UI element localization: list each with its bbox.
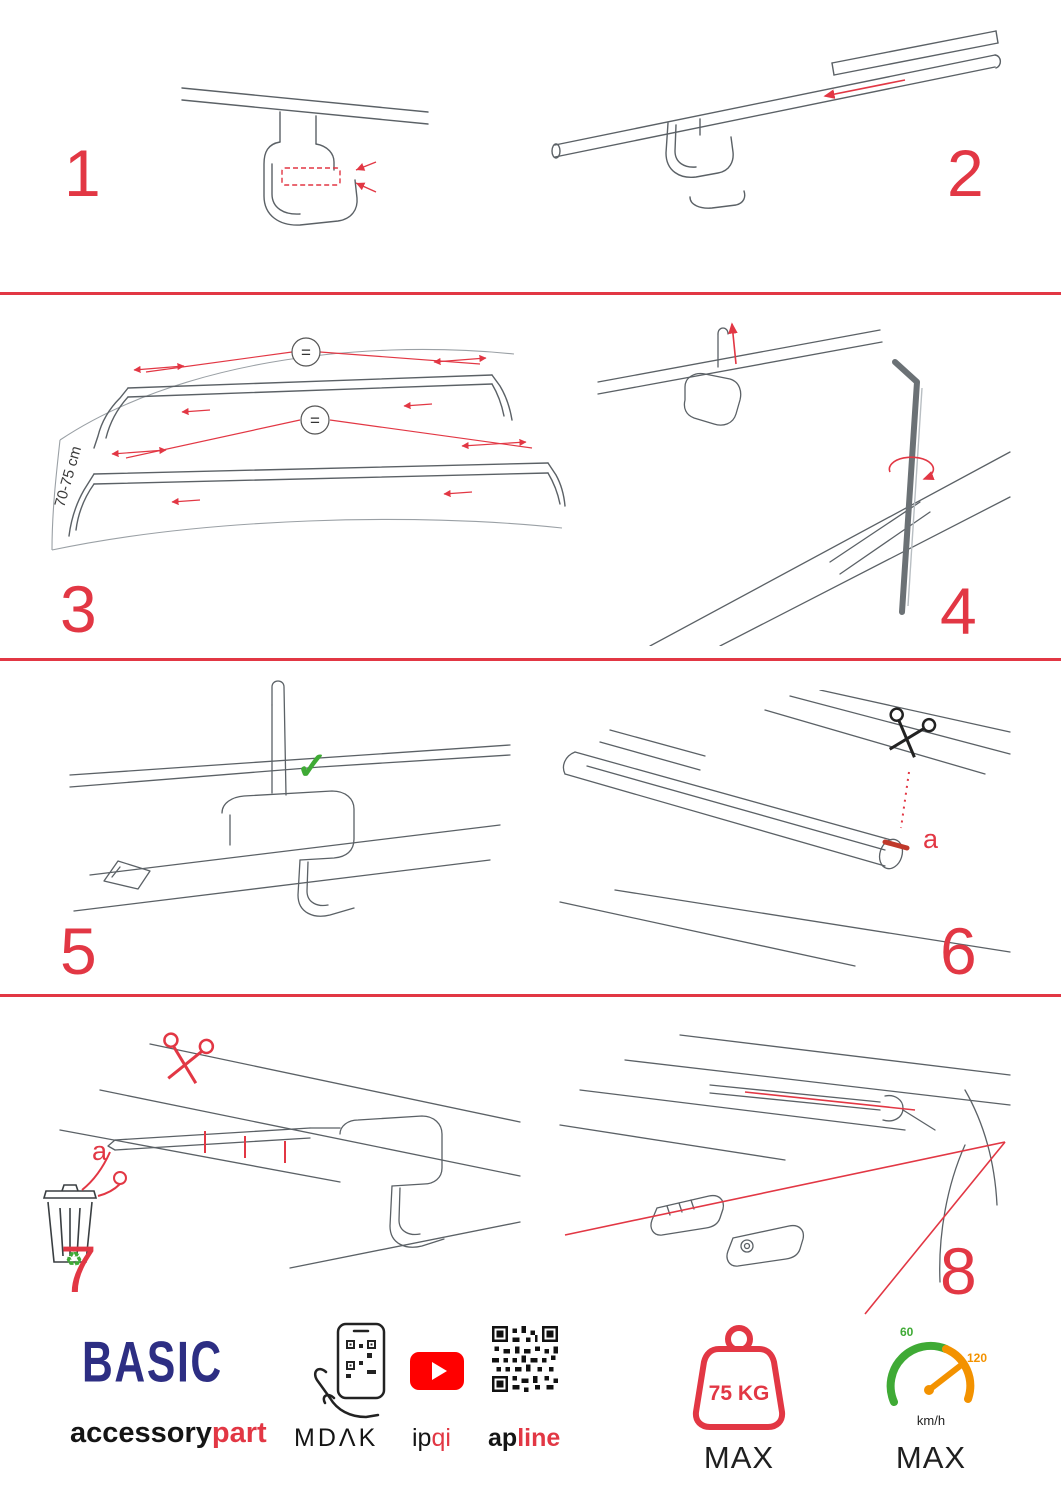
step-3-drawing: = = 70-75 cm: [51, 337, 566, 551]
ipqi-wordmark: ipqi: [412, 1424, 451, 1453]
step-1-number: 1: [64, 136, 101, 210]
step-7-drawing: ♻ a: [42, 1032, 521, 1271]
step-6-drawing: a: [559, 690, 1011, 967]
label-a: a: [923, 824, 939, 854]
step-1-highlight: [281, 161, 377, 193]
step-6-number: 6: [940, 914, 977, 988]
step-4-arrows: [728, 322, 935, 481]
step-3-number: 3: [60, 572, 97, 646]
step-1-drawing: [181, 87, 429, 226]
ipqi-right: qi: [431, 1424, 451, 1452]
step-8-drawing: [559, 1034, 1011, 1315]
scissors-icon-red: [163, 1032, 215, 1084]
step-4-number: 4: [940, 574, 977, 648]
step-5-number: 5: [60, 914, 97, 988]
mdak-wordmark: MDΛK: [294, 1424, 379, 1452]
cut-marks: [81, 1131, 286, 1197]
weight-value: 75 KG: [709, 1382, 770, 1405]
speed-max-label: MAX: [895, 1440, 967, 1475]
step-4-drawing: [597, 322, 1011, 646]
section-divider-3: [0, 994, 1061, 997]
speed-unit-label: km/h: [917, 1413, 945, 1428]
step-8-number: 8: [940, 1234, 977, 1308]
play-triangle-icon: [431, 1362, 447, 1380]
equal-badge: =: [310, 411, 320, 430]
ipqi-left: ip: [412, 1424, 432, 1452]
apline-wordmark: apline: [488, 1424, 560, 1453]
step-8-guides: [564, 1091, 1006, 1315]
accessorypart-wordmark: accessorypart: [70, 1417, 267, 1450]
step-2-number: 2: [947, 136, 984, 210]
recycle-icon: ♻: [65, 1249, 83, 1271]
speed-limit-icon: 60 120 km/h: [886, 1325, 987, 1428]
step-5-drawing: ✓: [69, 680, 511, 917]
weight-limit-icon: 75 KG: [692, 1325, 786, 1430]
checkmark-icon: ✓: [296, 746, 328, 788]
scissors-icon: [888, 707, 937, 758]
speed-high-label: 120: [967, 1351, 987, 1365]
step-3-dimensions: [111, 351, 533, 506]
section-divider-1: [0, 292, 1061, 295]
weight-max-label: MAX: [703, 1440, 775, 1475]
accessorypart-left: accessory: [70, 1417, 212, 1449]
apline-right: line: [517, 1424, 561, 1452]
basic-logo: BASIC: [82, 1331, 223, 1395]
gauge-needle: [926, 1363, 963, 1393]
equal-badge: =: [301, 343, 311, 362]
trash-icon: [42, 1184, 98, 1263]
accessorypart-right: part: [211, 1417, 267, 1449]
qr-code: [492, 1326, 558, 1392]
step-2-drawing: [551, 30, 1002, 209]
speed-low-label: 60: [900, 1325, 914, 1339]
cut-line: [900, 771, 910, 829]
step-7-number: 7: [60, 1232, 97, 1306]
apline-left: ap: [488, 1424, 518, 1452]
youtube-icon: [410, 1352, 464, 1390]
label-a: a: [92, 1136, 108, 1166]
section-divider-2: [0, 658, 1061, 661]
rubber-strip-highlight: [882, 839, 910, 851]
phone-qr-scan-icon: [313, 1322, 386, 1419]
step-2-arrow: [823, 79, 906, 99]
